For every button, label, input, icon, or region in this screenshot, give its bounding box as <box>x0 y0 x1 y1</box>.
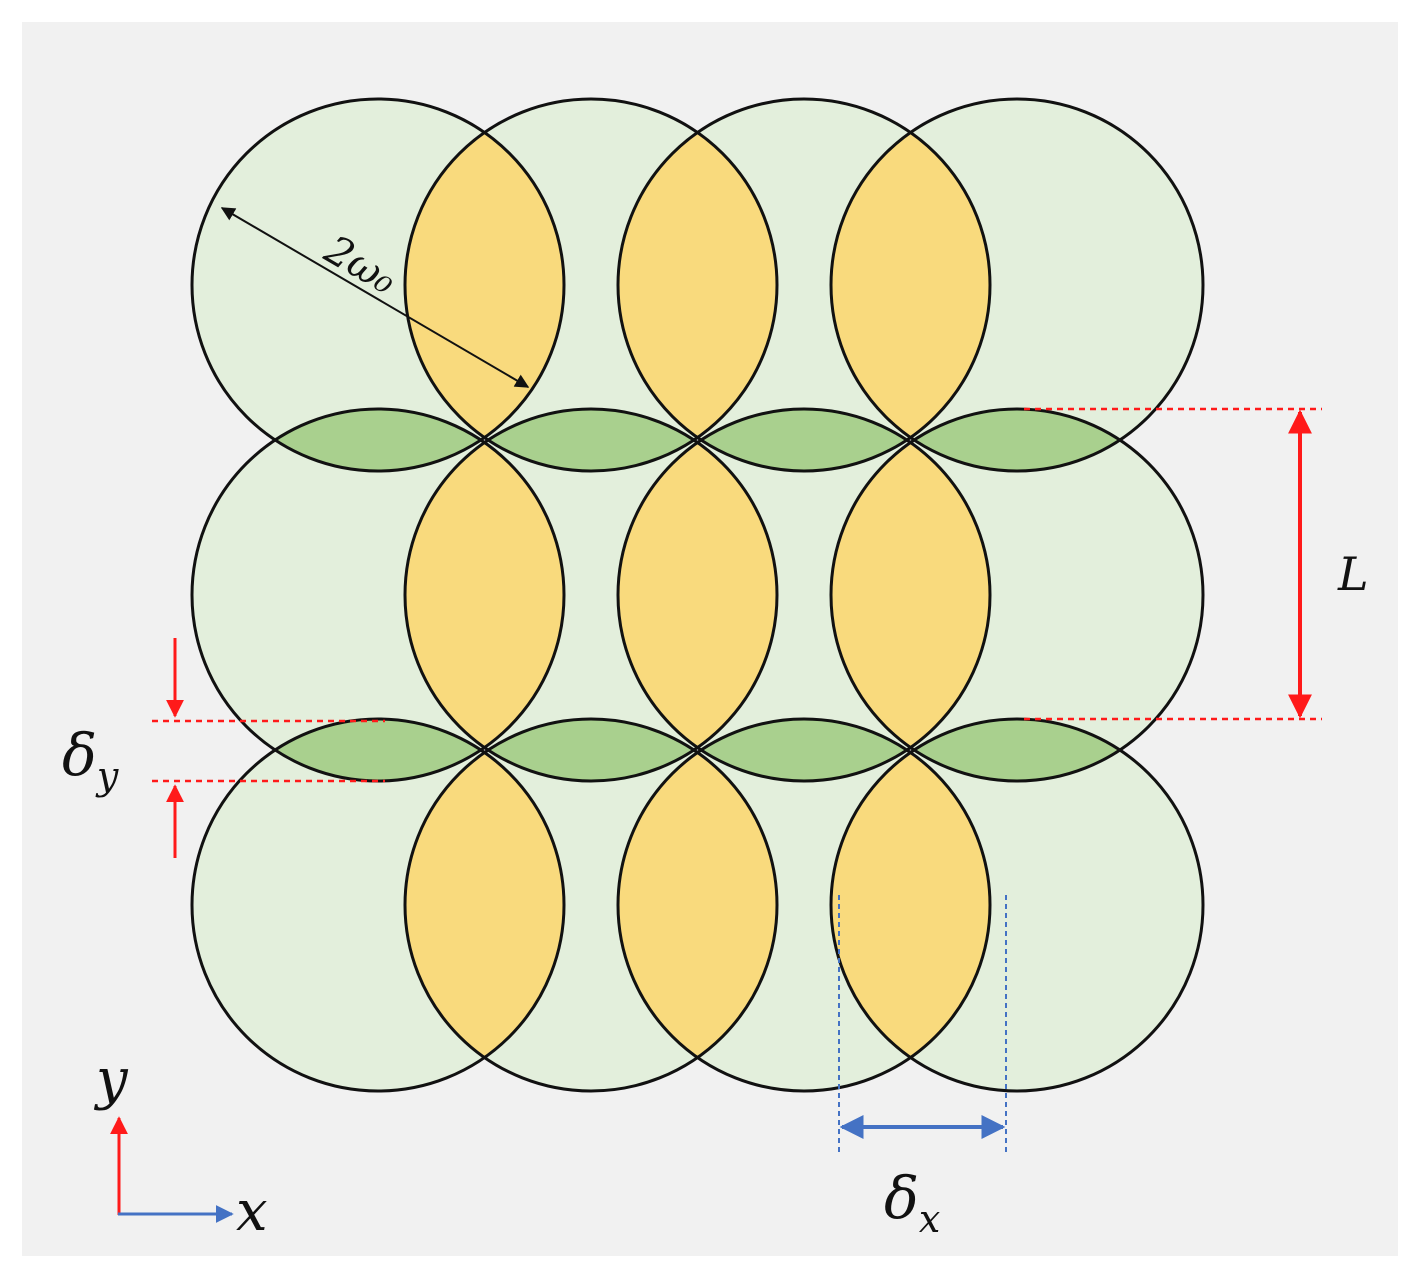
spot-circle-outline <box>190 97 566 473</box>
spot-circle-outline <box>829 97 1205 473</box>
vertical-overlap-lens <box>914 719 1120 781</box>
horizontal-overlap-lens <box>404 752 564 1058</box>
y-axis-label: y <box>93 1047 129 1112</box>
horizontal-overlap-lens <box>831 132 990 438</box>
x-axis-label: x <box>236 1179 268 1244</box>
horizontal-overlap-lens <box>617 752 778 1058</box>
spot-circle-outline <box>616 407 992 783</box>
spot-circle-outline <box>829 407 1205 783</box>
horizontal-overlap-lenses <box>404 132 991 1058</box>
period-label: L <box>1337 547 1369 601</box>
vertical-overlap-lens <box>701 719 907 781</box>
vertical-overlap-lens <box>701 408 907 472</box>
horizontal-overlap-lens <box>831 442 990 748</box>
horizontal-overlap-lens <box>618 132 777 438</box>
delta-y-symbol: δ <box>62 721 97 789</box>
vertical-overlap-lens <box>488 409 694 471</box>
circle-outlines <box>190 97 1205 1093</box>
spot-circle-outline <box>190 717 566 1093</box>
delta-x-label: δx <box>884 1164 940 1241</box>
spot-circle-outline <box>616 717 992 1093</box>
vertical-overlap-lenses <box>275 408 1120 781</box>
spot-circle-outline <box>403 717 779 1093</box>
vertical-overlap-lens <box>275 409 481 471</box>
vertical-overlap-lens <box>275 719 481 781</box>
vertical-overlap-lens <box>914 409 1120 471</box>
delta-y-subscript: y <box>95 754 119 798</box>
horizontal-overlap-lens <box>618 442 777 748</box>
vertical-overlap-lens <box>488 719 694 781</box>
horizontal-overlap-lens <box>830 752 991 1058</box>
delta-x-subscript: x <box>919 1197 940 1241</box>
spot-circle-outline <box>403 407 779 783</box>
diameter-arrow <box>220 207 530 388</box>
delta-x-symbol: δ <box>884 1164 919 1232</box>
spot-circle-outline <box>829 717 1205 1093</box>
delta-y-label: δy <box>62 721 119 798</box>
horizontal-overlap-lens <box>405 442 564 748</box>
spot-circle-outline <box>616 97 992 473</box>
